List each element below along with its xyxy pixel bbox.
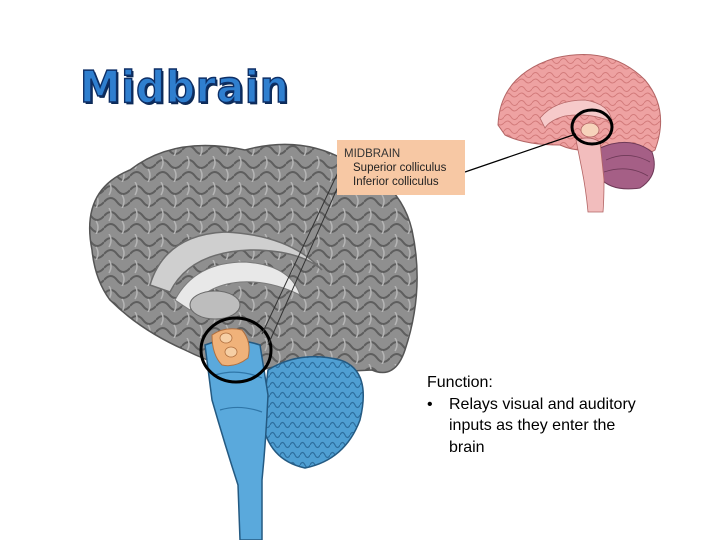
large-brain (88, 143, 418, 540)
bullet-dot: • (427, 395, 433, 413)
midbrain-label-box: MIDBRAIN Superior colliculus Inferior co… (337, 140, 465, 195)
function-heading: Function: (427, 374, 493, 391)
function-point: Relays visual and auditory inputs as the… (449, 395, 636, 456)
highlight-circle-small (570, 108, 614, 146)
highlight-circle-large (199, 316, 273, 384)
leader-line-superior (261, 167, 341, 335)
connector-line (464, 133, 577, 173)
function-bullet-item: • Relays visual and auditory inputs as t… (427, 394, 637, 459)
small-brain (497, 53, 662, 213)
function-description: Function: • Relays visual and auditory i… (427, 372, 637, 458)
label-superior-colliculus: Superior colliculus (353, 162, 447, 174)
label-heading: MIDBRAIN (344, 148, 401, 160)
label-inferior-colliculus: Inferior colliculus (353, 176, 439, 188)
page-title: Midbrain (79, 61, 290, 114)
leader-line-inferior (267, 181, 341, 346)
